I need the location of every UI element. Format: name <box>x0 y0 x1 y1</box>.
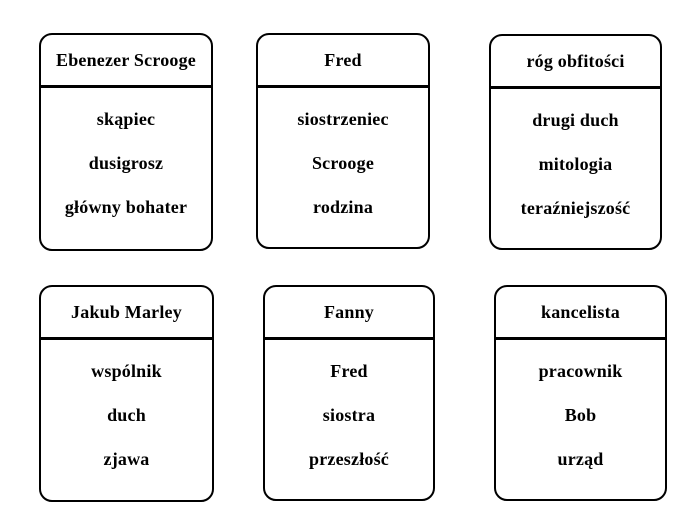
card-item: rodzina <box>312 196 374 217</box>
card-body: wspólnik duch zjawa <box>41 340 212 481</box>
card-rog-obfitosci: róg obfitości drugi duch mitologia teraź… <box>489 34 662 250</box>
card-title: Jakub Marley <box>41 287 212 340</box>
card-title: Ebenezer Scrooge <box>41 35 211 88</box>
card-item: główny bohater <box>64 196 188 217</box>
card-kancelista: kancelista pracownik Bob urząd <box>494 285 667 501</box>
card-item: wspólnik <box>91 360 162 381</box>
card-ebenezer-scrooge: Ebenezer Scrooge skąpiec dusigrosz główn… <box>39 33 213 251</box>
card-item: siostra <box>322 404 376 425</box>
card-body: Fred siostra przeszłość <box>265 340 433 481</box>
card-item: Bob <box>564 404 597 425</box>
card-item: Scrooge <box>311 152 375 173</box>
card-item: zjawa <box>103 448 150 469</box>
card-item: przeszłość <box>309 448 389 469</box>
card-title: róg obfitości <box>491 36 660 89</box>
card-fred: Fred siostrzeniec Scrooge rodzina <box>256 33 430 249</box>
card-item: pracownik <box>538 360 623 381</box>
card-fanny: Fanny Fred siostra przeszłość <box>263 285 435 501</box>
card-title: kancelista <box>496 287 665 340</box>
card-item: mitologia <box>538 153 613 174</box>
card-item: teraźniejszość <box>520 197 631 218</box>
card-title: Fred <box>258 35 428 88</box>
card-body: siostrzeniec Scrooge rodzina <box>258 88 428 229</box>
card-item: Fred <box>330 360 368 381</box>
card-jakub-marley: Jakub Marley wspólnik duch zjawa <box>39 285 214 502</box>
card-item: skąpiec <box>96 108 156 129</box>
card-item: drugi duch <box>532 109 619 130</box>
card-title: Fanny <box>265 287 433 340</box>
card-item: duch <box>107 404 146 425</box>
card-item: dusigrosz <box>88 152 164 173</box>
card-body: pracownik Bob urząd <box>496 340 665 481</box>
card-item: urząd <box>557 448 604 469</box>
card-body: drugi duch mitologia teraźniejszość <box>491 89 660 230</box>
card-item: siostrzeniec <box>297 108 389 129</box>
card-body: skąpiec dusigrosz główny bohater <box>41 88 211 229</box>
